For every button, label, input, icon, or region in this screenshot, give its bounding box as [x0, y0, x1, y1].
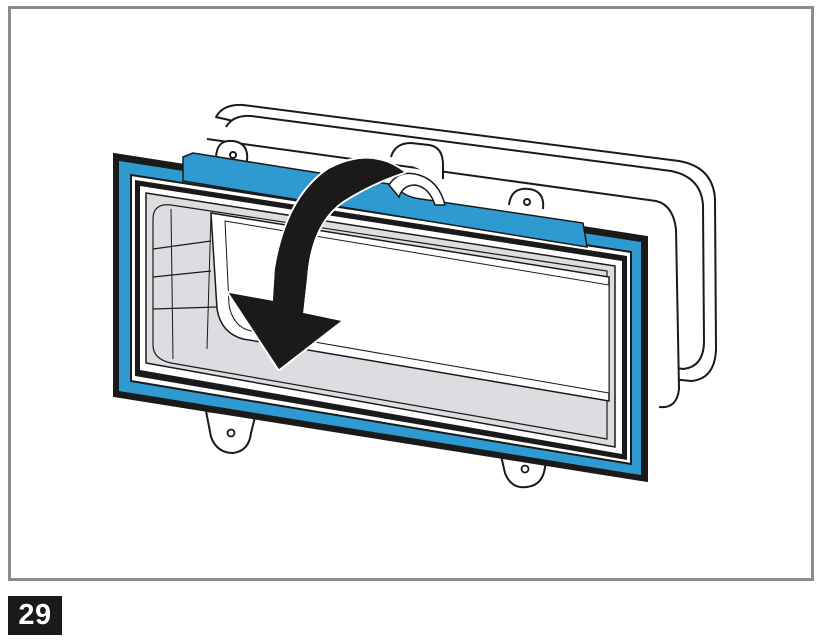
figure-frame	[8, 6, 814, 581]
filter-frame-illustration	[113, 103, 717, 489]
step-number-badge: 29	[8, 596, 62, 635]
curved-arrow-down-icon	[227, 156, 406, 371]
